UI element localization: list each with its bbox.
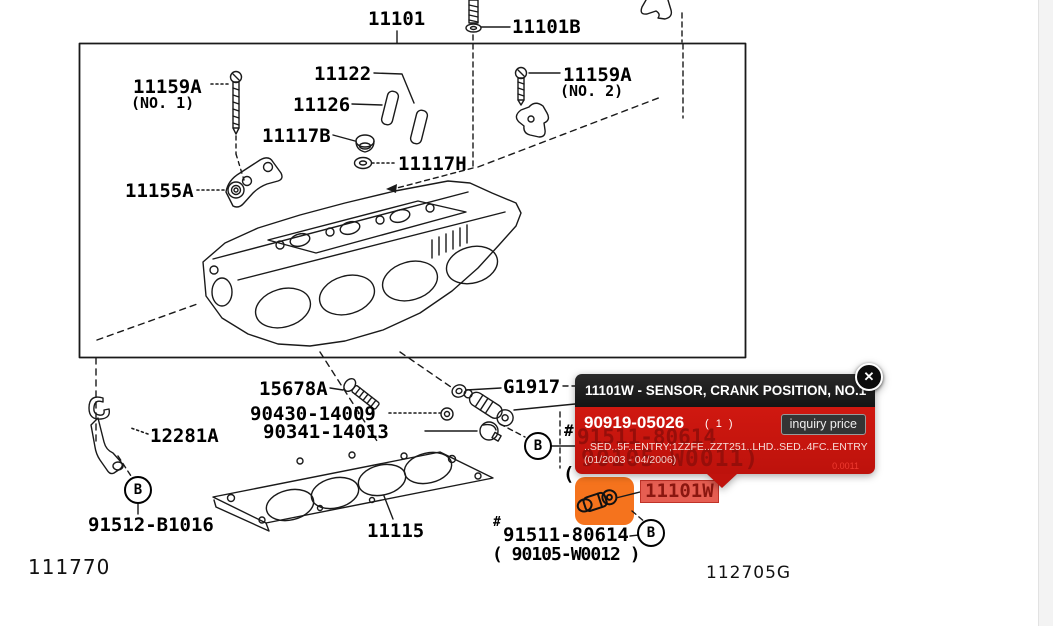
- callout-11159A-no1-sub: (NO. 1): [131, 94, 195, 112]
- popup-watermark-line2: 90105-W0011): [581, 446, 760, 472]
- popup-date-range: (01/2003 - 04/2006): [584, 454, 677, 466]
- popup-watermark-line1: 91511-80614: [577, 425, 717, 449]
- hidden-paren-mark: (: [563, 463, 575, 485]
- part-info-popup: 11101W - SENSOR, CRANK POSITION, NO.1 91…: [575, 363, 883, 488]
- callout-11155A[interactable]: 11155A: [125, 180, 194, 202]
- callout-G1917[interactable]: G1917: [503, 376, 561, 398]
- popup-description: ..SED..5F..ENTRY;1ZZFE..ZZT251..LHD..SED…: [584, 441, 868, 453]
- popup-watermark-small: 0.0011: [832, 461, 859, 471]
- hidden-hash-mark: #: [564, 421, 574, 440]
- callout-11117B[interactable]: 11117B: [262, 125, 331, 147]
- callout-15678A[interactable]: 15678A: [259, 378, 328, 400]
- callout-90105-W0012[interactable]: ( 90105-W0012 ): [492, 544, 641, 565]
- scrollbar-track[interactable]: [1038, 0, 1053, 626]
- popup-body: 91511-80614 90105-W0011) 90919-05026 ( 1…: [575, 407, 875, 474]
- callout-91511-80614[interactable]: 91511-80614: [503, 524, 629, 546]
- callout-90341-14013[interactable]: 90341-14013: [263, 421, 389, 443]
- figure-code: 112705G: [706, 563, 792, 583]
- hash-mark: #: [493, 515, 501, 530]
- callout-11122[interactable]: 11122: [314, 63, 372, 85]
- callout-11159A-no2-sub: (NO. 2): [560, 82, 624, 100]
- balloon-b-hanger[interactable]: B: [124, 476, 152, 504]
- callout-11117H[interactable]: 11117H: [398, 153, 467, 175]
- popup-title: 11101W - SENSOR, CRANK POSITION, NO.1: [575, 374, 875, 407]
- figure-number: 111770: [28, 555, 111, 579]
- balloon-b-sensor[interactable]: B: [524, 432, 552, 460]
- popup-pointer: [707, 474, 737, 488]
- callout-11101[interactable]: 11101: [368, 8, 426, 30]
- close-icon[interactable]: ✕: [855, 363, 883, 391]
- callout-11159A-no2[interactable]: 11159A: [563, 64, 632, 86]
- inquiry-price-button[interactable]: inquiry price: [780, 414, 866, 435]
- popup-part-number: 90919-05026: [584, 413, 685, 432]
- callout-11101W-selected[interactable]: 11101W: [640, 480, 719, 503]
- balloon-b-bolt[interactable]: B: [637, 519, 665, 547]
- callout-11115[interactable]: 11115: [367, 520, 425, 542]
- callout-91512-B1016[interactable]: 91512-B1016: [88, 514, 214, 536]
- callout-90430-14009[interactable]: 90430-14009: [250, 403, 376, 425]
- callout-11159A-no1[interactable]: 11159A: [133, 76, 202, 98]
- callout-11126[interactable]: 11126: [293, 94, 351, 116]
- popup-quantity: ( 1 ): [705, 418, 735, 430]
- callout-12281A[interactable]: 12281A: [150, 425, 219, 447]
- callout-11101B[interactable]: 11101B: [512, 16, 581, 38]
